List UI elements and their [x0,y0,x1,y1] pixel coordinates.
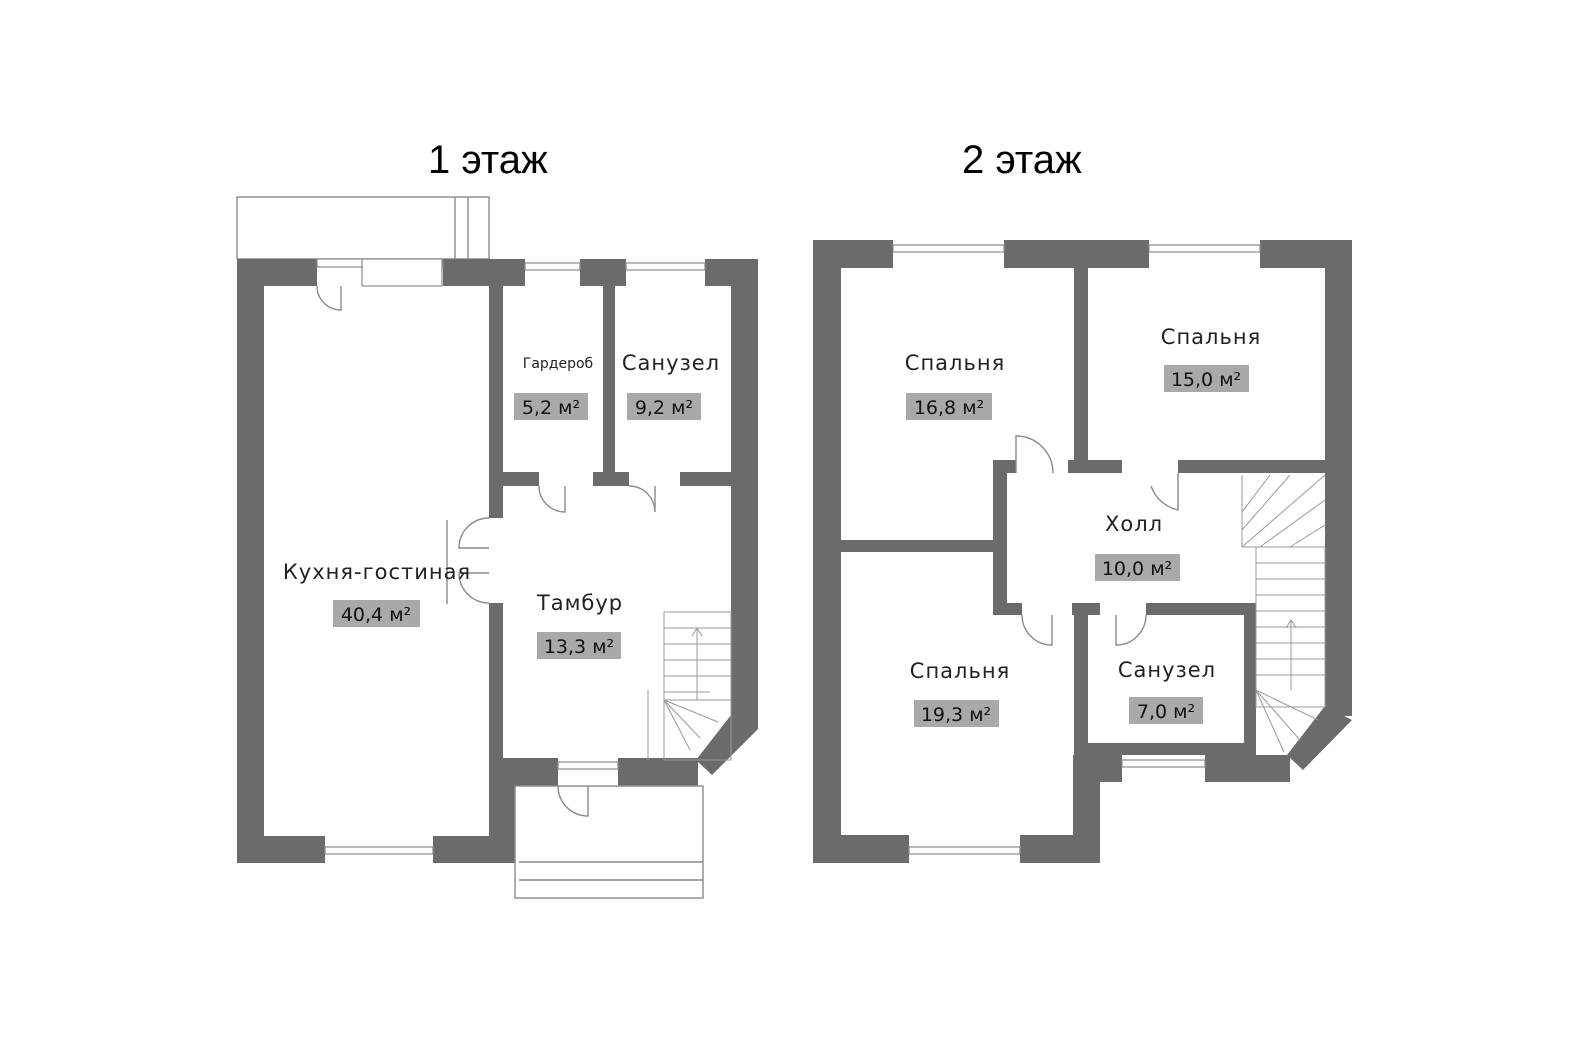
room-name: Санузел [1118,658,1216,682]
room-name: Санузел [622,351,720,375]
room-bedroom-3: Спальня 19,3 м² [910,659,1010,727]
room-wardrobe: Гардероб 5,2 м² [514,356,593,420]
room-name: Холл [1105,512,1163,536]
room-bedroom-2: Спальня 15,0 м² [1161,325,1261,392]
terrace-outline [236,196,490,260]
stairs-floor-1 [647,611,732,761]
room-area: 5,2 м² [522,397,580,419]
room-area: 13,3 м² [544,636,614,658]
floor-2-title: 2 этаж [962,138,1082,182]
floor-2-plan: Спальня 16,8 м² Спальня 15,0 м² Холл 10,… [813,240,1352,863]
room-name: Кухня-гостиная [283,560,471,584]
room-name: Спальня [910,659,1010,683]
room-area: 9,2 м² [635,397,693,419]
floor-1-plan: Кухня-гостиная 40,4 м² Гардероб 5,2 м² С… [236,196,758,899]
room-area: 15,0 м² [1171,369,1241,391]
room-area: 40,4 м² [341,604,411,626]
room-name: Тамбур [536,591,623,615]
room-area: 10,0 м² [1102,558,1172,580]
room-hall: Холл 10,0 м² [1095,512,1180,581]
room-area: 19,3 м² [921,704,991,726]
room-name: Спальня [1161,325,1261,349]
room-name: Спальня [905,351,1005,375]
room-name: Гардероб [523,356,593,372]
floor-1-title: 1 этаж [428,138,548,182]
room-bathroom-2: Санузел 7,0 м² [1118,658,1216,724]
stairs-floor-2 [1241,474,1326,753]
room-area: 7,0 м² [1137,701,1195,723]
room-kitchen-living: Кухня-гостиная 40,4 м² [283,560,471,627]
room-bathroom-1: Санузел 9,2 м² [622,351,720,420]
room-vestibule: Тамбур 13,3 м² [536,591,623,659]
room-area: 16,8 м² [914,397,984,419]
room-bedroom-1: Спальня 16,8 м² [905,351,1005,420]
